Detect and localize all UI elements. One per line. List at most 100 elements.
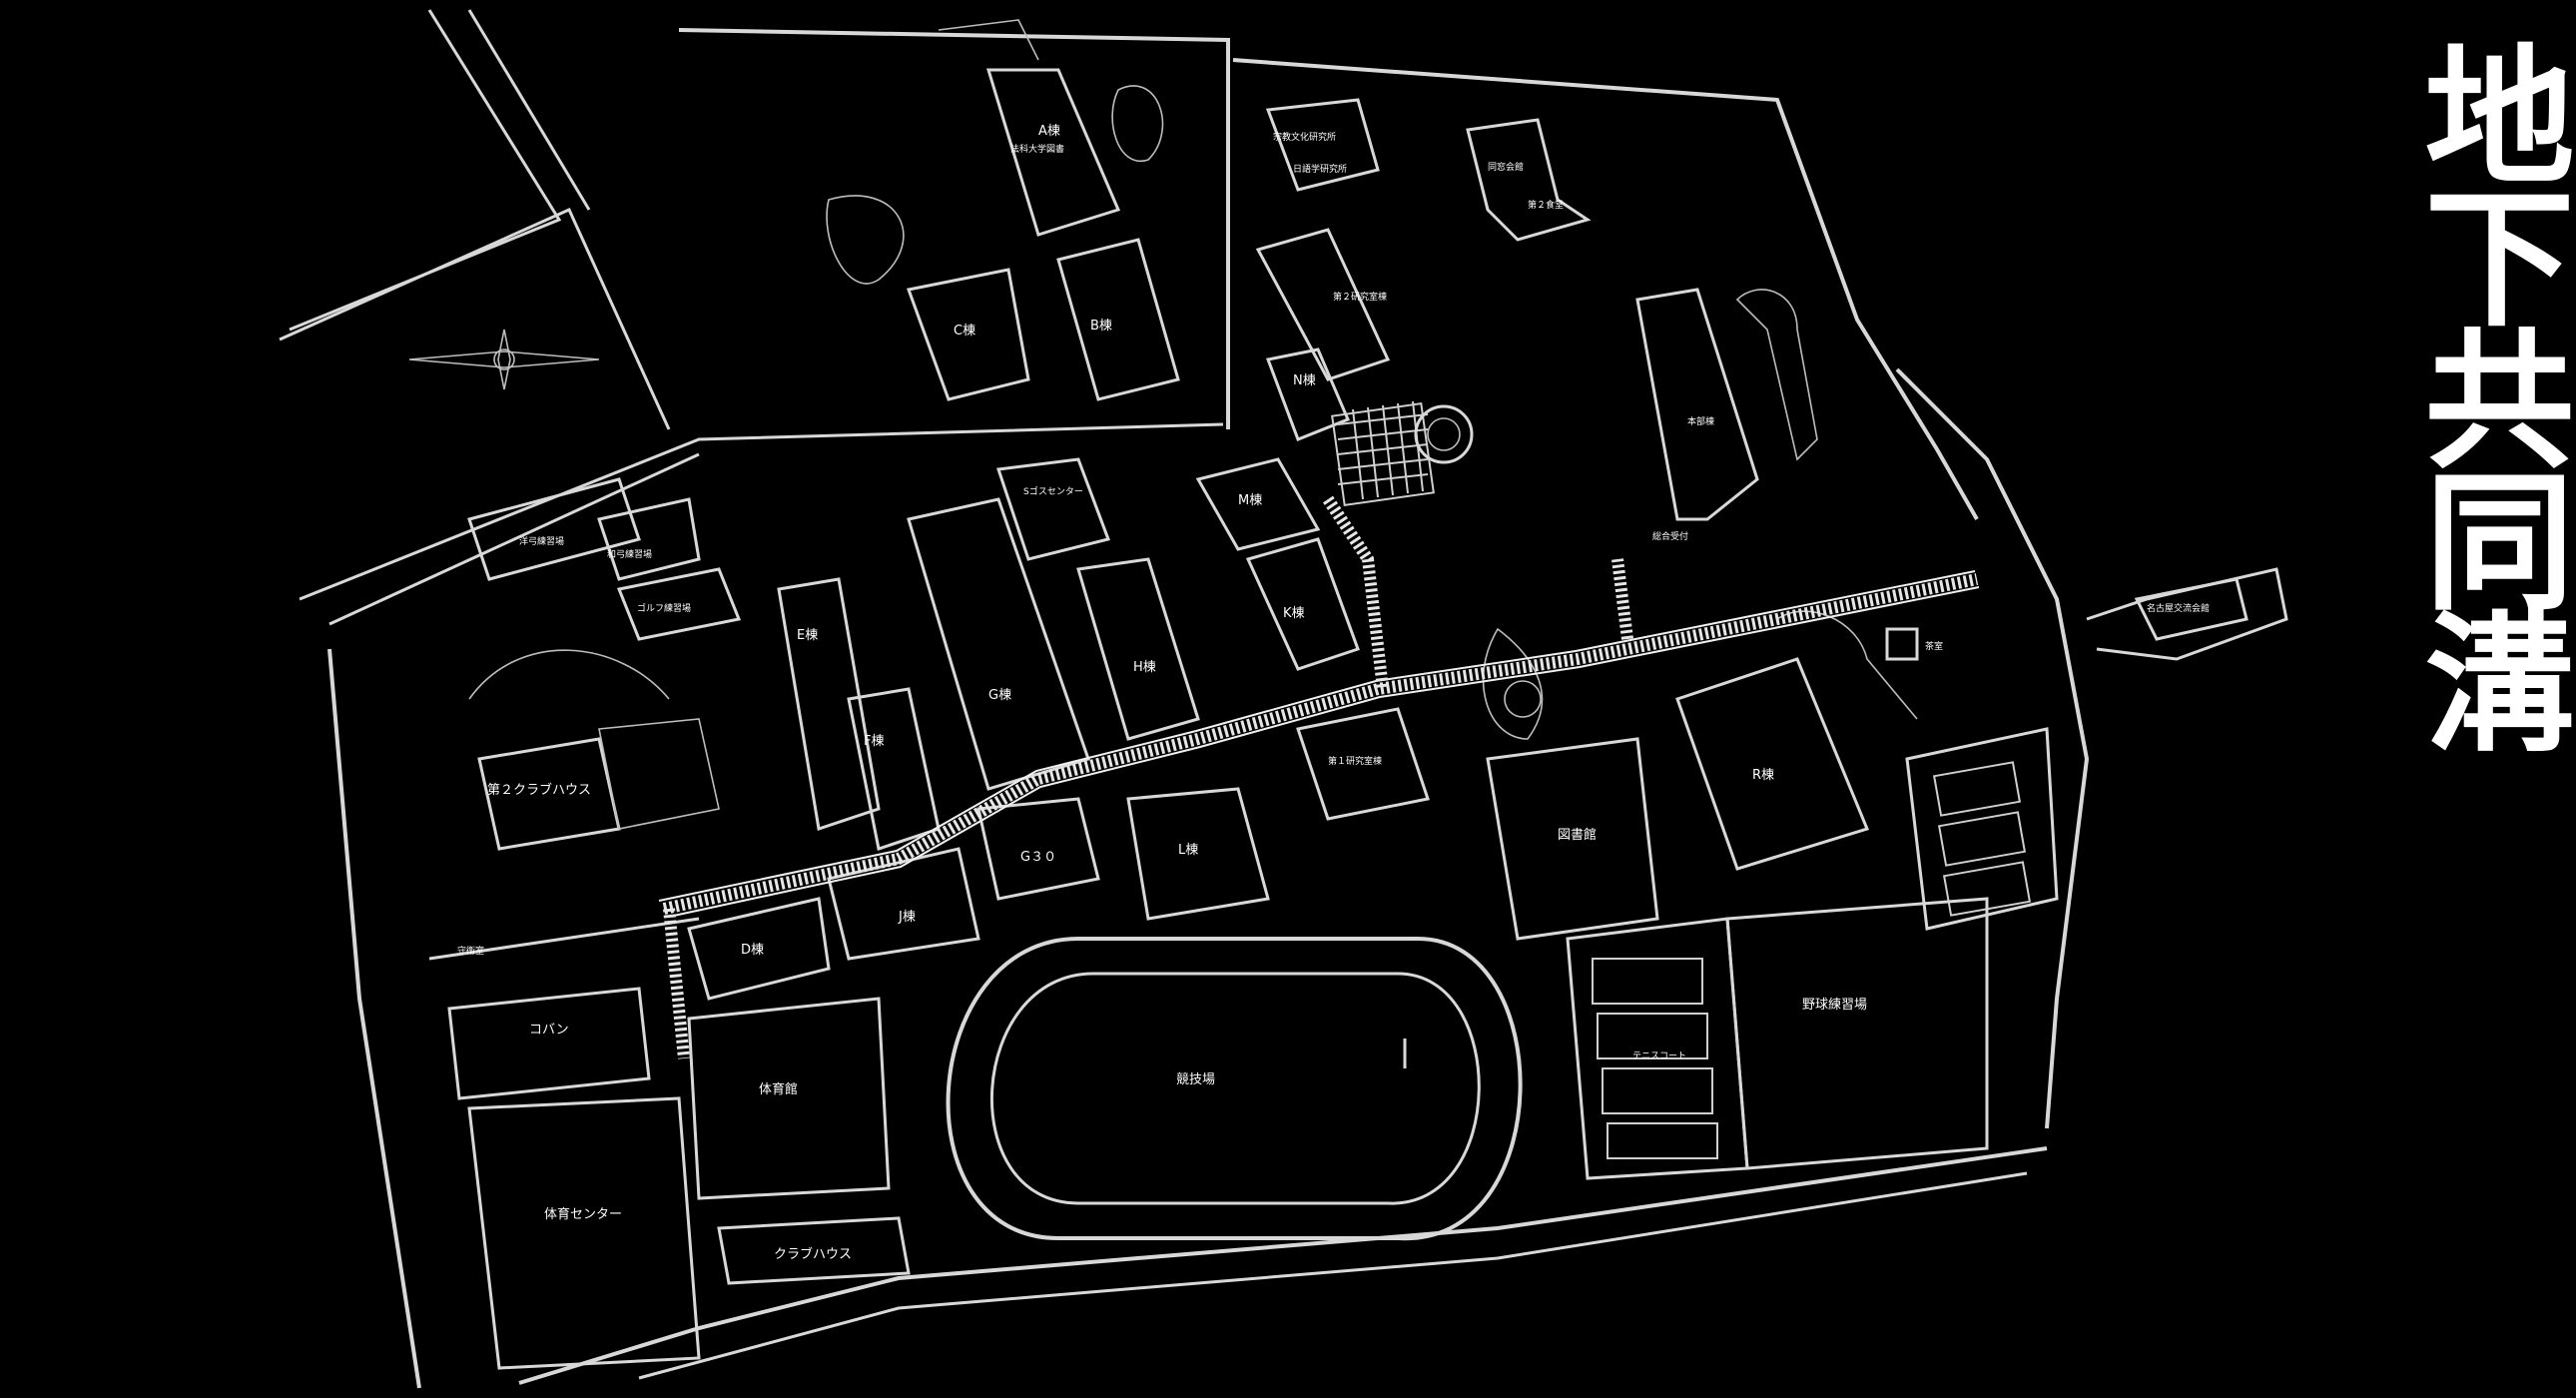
bldg-r-outline <box>1675 657 1870 871</box>
label-inst-japanese: 日語学研究所 <box>1293 163 1347 175</box>
west-sports <box>467 477 742 851</box>
gym-outline <box>687 997 891 1200</box>
road-nw-diagonal <box>289 9 562 332</box>
tennis-courts <box>1566 727 2059 1180</box>
label-library: 図書館 <box>1558 828 1597 843</box>
label-gym: 体育館 <box>759 1081 798 1097</box>
map-labels: A棟 法科大学図書 B棟 C棟 宗教文化研究所 日語学研究所 同窓会館 第２食堂… <box>457 124 2210 1262</box>
label-bldg-c: C棟 <box>954 324 975 339</box>
bldg-h-outline <box>1076 557 1200 741</box>
label-center-s: Sゴスセンター <box>1023 485 1083 497</box>
label-archery-japanese: 和弓練習場 <box>607 548 652 560</box>
middle-buildings <box>777 457 1430 851</box>
label-inst-religion: 宗教文化研究所 <box>1273 131 1336 143</box>
road-network <box>279 9 2288 1389</box>
bldg-n-outline <box>1265 348 1350 441</box>
tunnel-west-branch <box>663 908 690 1059</box>
baseball-outline <box>1725 897 1989 1170</box>
guard-road <box>428 917 700 961</box>
annex-road <box>2086 567 2288 661</box>
label-archery-western: 洋弓練習場 <box>519 535 564 547</box>
boundary-north-b <box>1232 58 1979 520</box>
coban-outline <box>447 987 651 1100</box>
library-outline <box>1486 737 1659 941</box>
label-sports-center: 体育センター <box>544 1206 622 1222</box>
north-loop <box>1111 85 1164 163</box>
boundary-south <box>518 1146 2048 1385</box>
honbu-outline <box>1635 288 1759 521</box>
label-guard: 守衛室 <box>457 945 484 957</box>
label-bldg-k: K棟 <box>1283 606 1305 621</box>
boundary-north-a <box>678 28 1230 429</box>
tunnel-north-branch <box>1323 495 1389 690</box>
north-compound <box>826 19 1180 401</box>
label-annex: 名古屋交流会館 <box>2147 602 2210 614</box>
institute-outline <box>1265 98 1380 192</box>
label-clubhouse2: 第２クラブハウス <box>487 782 591 798</box>
tennis-east-outline <box>1905 727 2059 931</box>
bldg-e-outline <box>777 577 881 831</box>
label-bldg-n: N棟 <box>1293 373 1316 388</box>
utility-tunnel <box>658 495 1980 1059</box>
annex-outline <box>2134 577 2249 641</box>
label-bldg-l: L棟 <box>1178 843 1198 858</box>
north-garden <box>826 195 905 285</box>
label-clubhouse: クラブハウス <box>774 1246 852 1262</box>
label-research1: 第１研究室棟 <box>1328 755 1382 767</box>
north-parking <box>938 19 1039 61</box>
label-coban: コバン <box>529 1023 569 1038</box>
label-sogo-uketsuke: 総合受付 <box>1652 530 1688 542</box>
road-west-upper <box>279 208 671 430</box>
label-bldg-r: R棟 <box>1752 768 1774 783</box>
label-bldg-j: J棟 <box>898 910 916 925</box>
boundary-east <box>1895 367 2090 1129</box>
road-west-middle-2 <box>328 452 700 626</box>
label-bldg-e: E棟 <box>797 628 818 643</box>
central-plaza <box>1331 400 1474 506</box>
road-nw-diagonal-2 <box>467 9 591 211</box>
label-baseball: 野球練習場 <box>1802 998 1867 1013</box>
road-west-middle <box>299 422 1224 601</box>
bldg-b-outline <box>1056 238 1180 401</box>
tunnel-honbu-branch <box>1611 558 1633 640</box>
map-title: 地下共同溝 <box>2399 38 2573 747</box>
southwest-buildings <box>428 917 911 1370</box>
stadium-inner <box>990 972 1481 1205</box>
boundary-west <box>327 648 421 1389</box>
clubhouse-outline <box>717 1216 911 1285</box>
chashitsu-outline <box>1885 627 1919 661</box>
label-g30: G３０ <box>1020 850 1056 865</box>
research1-outline <box>1296 707 1430 821</box>
tunnel-main-route <box>662 573 1979 915</box>
label-law-library: 法科大学図書 <box>1010 143 1064 155</box>
label-chashitsu: 茶室 <box>1925 640 1943 652</box>
label-bldg-g: G棟 <box>988 688 1011 703</box>
label-bldg-f: F棟 <box>864 734 884 749</box>
label-tennis: テニスコート <box>1632 1050 1686 1061</box>
archery-japanese-outline <box>597 497 701 581</box>
road-south-outer <box>638 1171 2028 1380</box>
bldg-d-outline <box>687 897 831 1001</box>
bldg-a-outline <box>985 68 1121 237</box>
label-stadium: 競技場 <box>1176 1072 1215 1087</box>
bldg-c-outline <box>906 268 1030 401</box>
bldg-m-outline <box>1195 457 1321 551</box>
label-bldg-m: M棟 <box>1238 493 1262 508</box>
label-bldg-b: B棟 <box>1090 319 1112 334</box>
label-research2: 第２研究室棟 <box>1333 291 1387 303</box>
sports-center-outline <box>467 1096 701 1370</box>
center-s-outline <box>995 457 1110 561</box>
plaza-roundabout <box>1414 404 1474 464</box>
bldg-k-outline <box>1245 537 1360 671</box>
institutes-area <box>1255 98 1818 521</box>
label-bldg-d: D棟 <box>741 943 764 958</box>
stadium-track <box>946 937 1523 1241</box>
label-bldg-h: H棟 <box>1133 660 1156 675</box>
bldg-f-outline <box>847 687 941 851</box>
label-golf: ゴルフ練習場 <box>637 602 691 614</box>
label-honbu: 本部棟 <box>1687 415 1714 427</box>
stadium <box>946 937 1523 1241</box>
label-dosokai: 同窓会館 <box>1488 161 1524 173</box>
